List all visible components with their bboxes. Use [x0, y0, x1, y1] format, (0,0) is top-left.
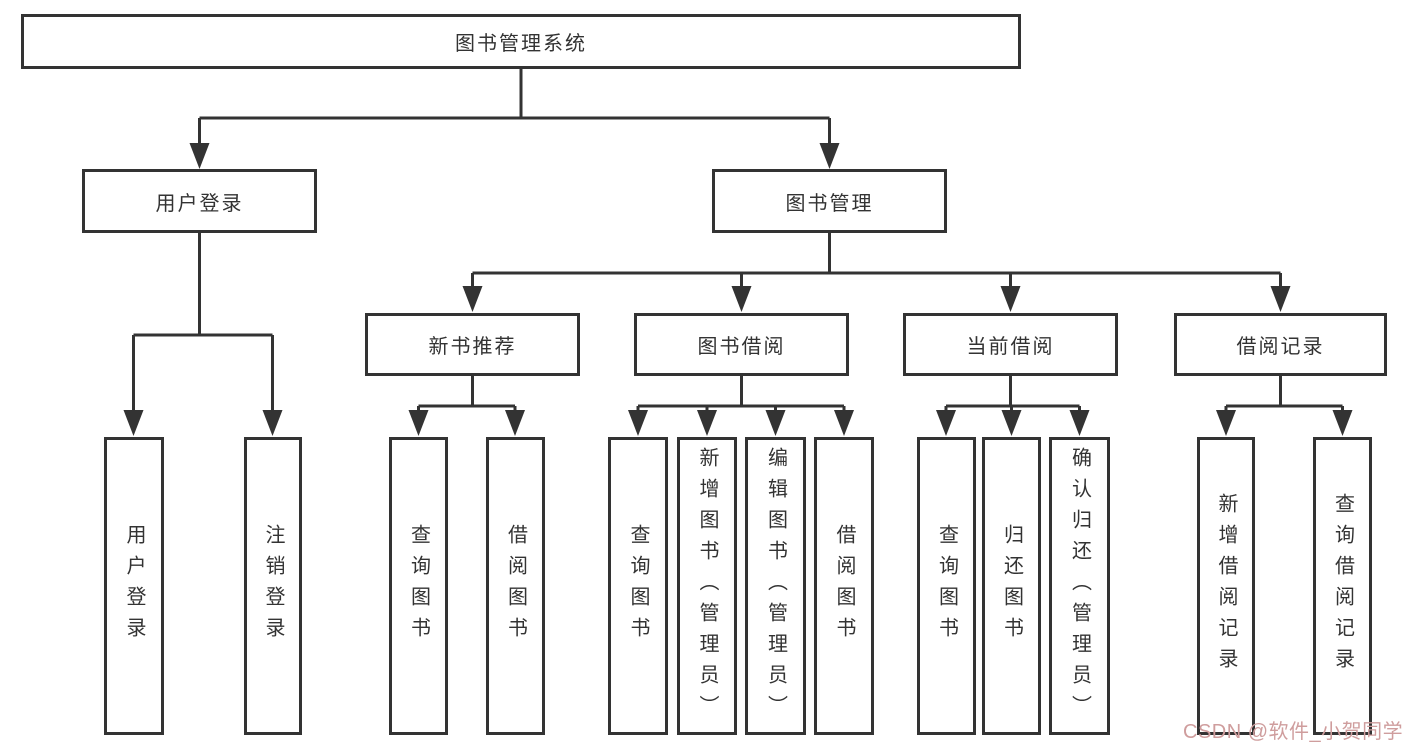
node-leaf-query-book-current: 查询图书	[917, 437, 976, 735]
csdn-watermark: CSDN @软件_小贺同学	[1183, 721, 1404, 743]
node-book-borrow: 图书借阅	[634, 313, 849, 376]
connector-current-borrow-children	[936, 376, 1090, 436]
node-leaf-borrow-book: 借阅图书	[814, 437, 874, 735]
node-leaf-user-login: 用户登录	[104, 437, 164, 735]
node-leaf-return-book: 归还图书	[982, 437, 1041, 735]
node-leaf-query-borrow-record: 查询借阅记录	[1313, 437, 1372, 735]
node-user-login-module: 用户登录	[82, 169, 317, 233]
connector-book-borrow-children	[628, 376, 854, 436]
node-current-borrow: 当前借阅	[903, 313, 1118, 376]
node-library-management-system: 图书管理系统	[21, 14, 1021, 69]
node-leaf-borrow-book-recommend: 借阅图书	[486, 437, 545, 735]
node-leaf-confirm-return-admin: 确认归还（管理员）	[1049, 437, 1110, 735]
node-leaf-edit-book-admin: 编辑图书（管理员）	[745, 437, 806, 735]
node-leaf-add-book-admin: 新增图书（管理员）	[677, 437, 737, 735]
node-leaf-query-book-recommend: 查询图书	[389, 437, 448, 735]
connector-user-login-children	[123, 233, 283, 436]
connector-book-management-children	[462, 233, 1291, 312]
connector-new-book-recommend-children	[408, 376, 525, 436]
node-new-book-recommend: 新书推荐	[365, 313, 580, 376]
node-leaf-query-book-borrow: 查询图书	[608, 437, 668, 735]
connector-borrow-records-children	[1216, 376, 1353, 436]
connector-root-to-level2	[189, 68, 840, 169]
node-leaf-add-borrow-record: 新增借阅记录	[1197, 437, 1255, 735]
node-leaf-logout: 注销登录	[244, 437, 302, 735]
node-borrow-records: 借阅记录	[1174, 313, 1387, 376]
node-book-management-module: 图书管理	[712, 169, 947, 233]
